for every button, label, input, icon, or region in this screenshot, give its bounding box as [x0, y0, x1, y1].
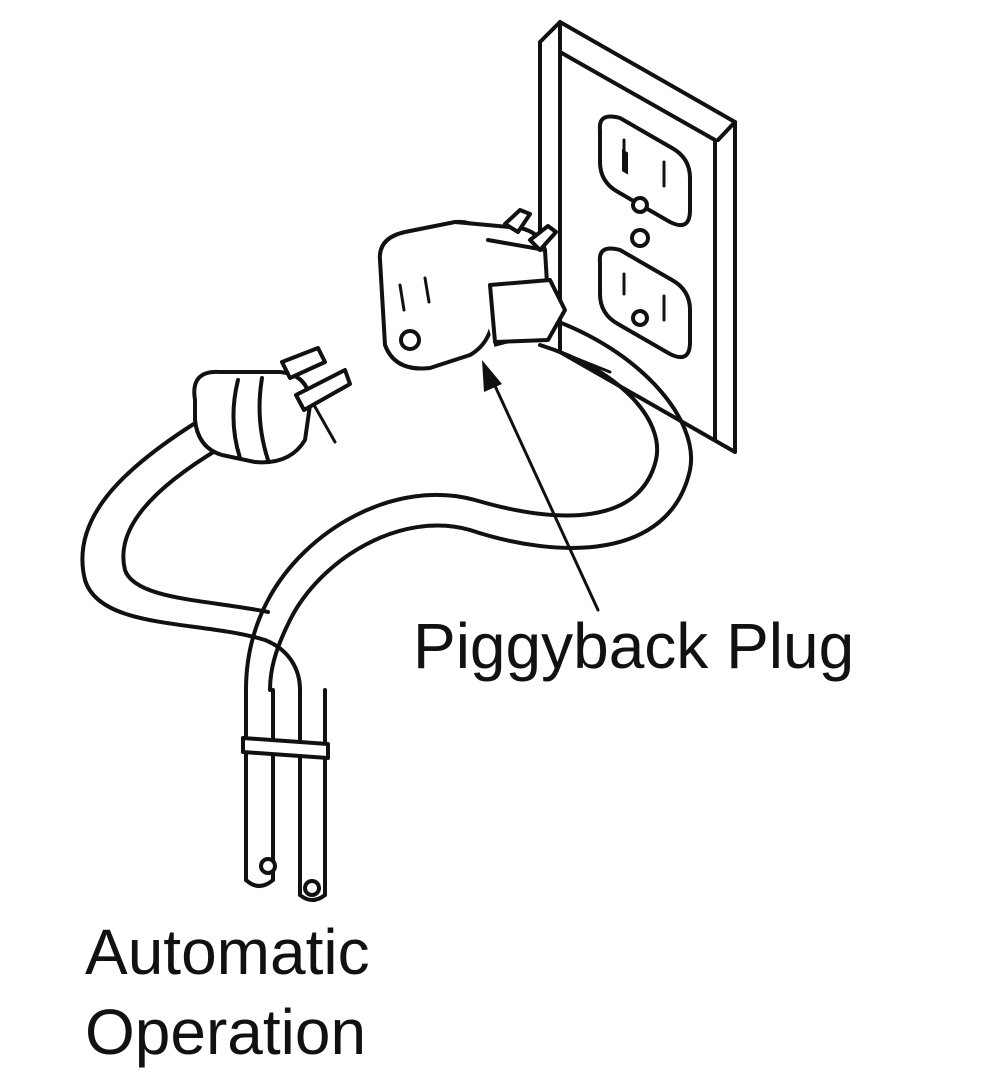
lower-receptacle	[597, 246, 692, 359]
automatic-operation-line-1: Automatic	[85, 916, 370, 988]
upper-receptacle	[597, 114, 692, 227]
piggyback-plug-icon	[377, 208, 567, 371]
cord-bundle	[241, 688, 330, 902]
automatic-operation-label: Automatic Operation	[85, 920, 370, 1064]
piggyback-leader-arrow	[482, 360, 600, 612]
standard-plug-icon	[192, 346, 352, 465]
automatic-operation-line-2: Operation	[85, 996, 367, 1068]
secondary-cord	[80, 418, 302, 692]
main-cord	[244, 316, 694, 692]
plate-screw	[630, 228, 650, 248]
piggyback-plug-label: Piggyback Plug	[413, 610, 855, 682]
